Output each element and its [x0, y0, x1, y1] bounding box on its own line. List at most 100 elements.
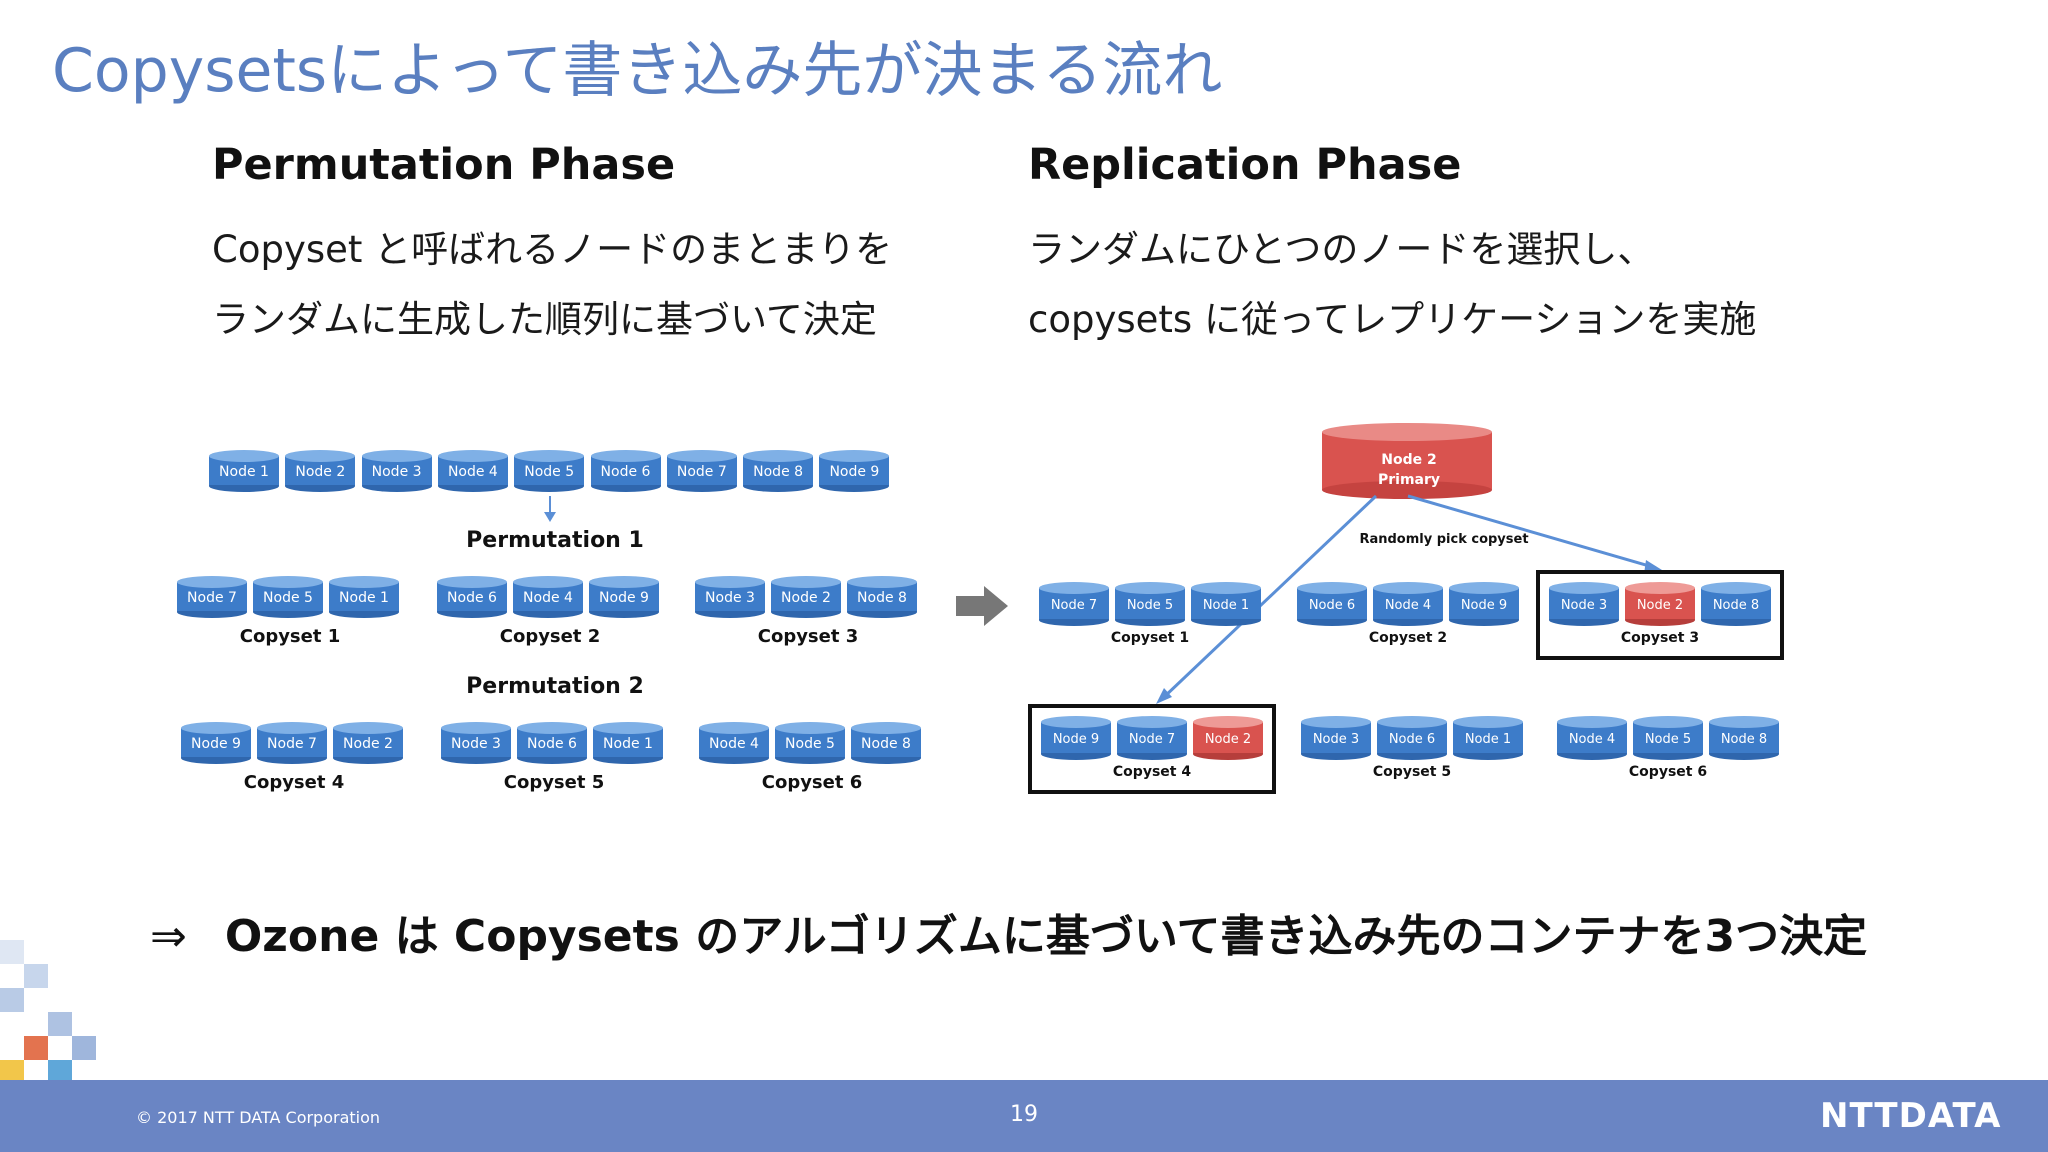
- node-cylinder: Node 7: [1116, 716, 1188, 760]
- node-cylinder: Node 3: [1300, 716, 1372, 760]
- node-label: Node 8: [861, 736, 911, 752]
- primary-node-sublabel: Primary: [1377, 472, 1441, 488]
- node-label: Node 2: [1636, 597, 1684, 613]
- down-arrow-icon: [544, 496, 556, 522]
- node-cylinder: Node 5: [774, 722, 846, 764]
- replication-desc-2: copysets に従ってレプリケーションを実施: [1028, 298, 1757, 341]
- node-cylinder: Node 9: [1448, 582, 1520, 626]
- node-label: Node 5: [524, 464, 575, 480]
- node-cylinder: Node 4: [698, 722, 770, 764]
- node-cylinder: Node 6: [590, 450, 662, 492]
- node-label: Node 4: [709, 736, 759, 752]
- node-label: Node 7: [1050, 597, 1098, 613]
- node-cylinder: Node 7: [176, 576, 248, 618]
- node-label: Node 1: [219, 464, 269, 480]
- copyset-label: Copyset 5: [503, 772, 605, 793]
- node-label: Node 1: [603, 736, 653, 752]
- node-label: Node 3: [1560, 597, 1608, 613]
- node-cylinder: Node 7: [256, 722, 328, 764]
- node-cylinder: Node 7: [1038, 582, 1110, 626]
- replication-heading: Replication Phase: [1028, 140, 1462, 190]
- node-cylinder: Node 3: [694, 576, 766, 618]
- node-label: Node 3: [1312, 731, 1360, 747]
- permutation-desc-2: ランダムに生成した順列に基づいて決定: [212, 298, 877, 341]
- permutation-desc-1: Copyset と呼ばれるノードのまとまりを: [212, 228, 893, 271]
- node-cylinder: Node 8: [846, 576, 918, 618]
- copyset-label: Copyset 6: [761, 772, 863, 793]
- company-logo: NTTDATA: [1820, 1096, 2002, 1136]
- node-cylinder: Node 6: [516, 722, 588, 764]
- node-label: Node 2: [781, 590, 831, 606]
- node-label: Node 7: [676, 464, 727, 480]
- conclusion: ⇒Ozone は Copysets のアルゴリズムに基づいて書き込み先のコンテナ…: [150, 900, 1867, 964]
- node-label: Node 1: [1202, 597, 1250, 613]
- page-number: 19: [1010, 1102, 1038, 1127]
- node-cylinder: Node 8: [850, 722, 922, 764]
- node-cylinder: Node 8: [742, 450, 814, 492]
- replication-desc-1: ランダムにひとつのノードを選択し、: [1028, 228, 1655, 271]
- conclusion-text: Ozone は Copysets のアルゴリズムに基づいて書き込み先のコンテナを…: [224, 911, 1868, 962]
- node-cylinder: Node 2: [770, 576, 842, 618]
- node-label: Node 7: [267, 736, 317, 752]
- footer-bar: [0, 1080, 2048, 1152]
- node-cylinder: Node 2: [1192, 716, 1264, 760]
- copyset-label: Copyset 4: [1112, 764, 1192, 780]
- node-cylinder: Node 1: [328, 576, 400, 618]
- node-label: Node 6: [600, 464, 651, 480]
- node-label: Node 9: [829, 464, 880, 480]
- node-label: Node 4: [523, 590, 573, 606]
- node-label: Node 6: [527, 736, 577, 752]
- node-label: Node 2: [1204, 731, 1252, 747]
- highlight-box: [1028, 704, 1276, 794]
- right-arrow-icon: [956, 586, 1008, 626]
- node-label: Node 4: [1568, 731, 1616, 747]
- copyset-label: Copyset 2: [1368, 630, 1448, 646]
- permutation-1-label: Permutation 1: [466, 528, 644, 553]
- node-label: Node 2: [343, 736, 393, 752]
- node-cylinder: Node 9: [1040, 716, 1112, 760]
- node-cylinder: Node 9: [180, 722, 252, 764]
- node-cylinder: Node 1: [592, 722, 664, 764]
- node-cylinder: Node 8: [1700, 582, 1772, 626]
- slide-title: Copysetsによって書き込み先が決まる流れ: [52, 36, 1223, 106]
- node-cylinder: Node 9: [818, 450, 890, 492]
- node-label: Node 4: [1384, 597, 1432, 613]
- node-label: Node 7: [187, 590, 237, 606]
- node-cylinder: Node 8: [1708, 716, 1780, 760]
- node-label: Node 5: [263, 590, 313, 606]
- permutation-heading: Permutation Phase: [212, 140, 676, 190]
- node-cylinder: Node 2: [1624, 582, 1696, 626]
- node-label: Node 5: [785, 736, 835, 752]
- node-cylinder: Node 3: [440, 722, 512, 764]
- node-cylinder: Node 6: [1296, 582, 1368, 626]
- node-label: Node 9: [599, 590, 649, 606]
- node-cylinder: Node 7: [666, 450, 738, 492]
- copyset-label: Copyset 3: [757, 626, 859, 647]
- node-label: Node 2: [295, 464, 346, 480]
- node-label: Node 9: [1052, 731, 1100, 747]
- node-cylinder: Node 1: [1190, 582, 1262, 626]
- node-label: Node 3: [371, 464, 422, 480]
- node-cylinder: Node 5: [513, 450, 585, 492]
- node-label: Node 3: [705, 590, 755, 606]
- copyset-label: Copyset 1: [1110, 630, 1190, 646]
- node-cylinder: Node 2: [332, 722, 404, 764]
- copyset-label: Copyset 1: [239, 626, 341, 647]
- node-label: Node 1: [1464, 731, 1512, 747]
- node-label: Node 9: [191, 736, 241, 752]
- node-label: Node 5: [1126, 597, 1174, 613]
- node-label: Node 4: [447, 464, 498, 480]
- node-label: Node 8: [857, 590, 907, 606]
- node-label: Node 1: [339, 590, 389, 606]
- node-label: Node 9: [1460, 597, 1508, 613]
- node-label: Node 6: [1308, 597, 1356, 613]
- node-cylinder: Node 2: [284, 450, 356, 492]
- node-cylinder: Node 4: [1372, 582, 1444, 626]
- copyright: © 2017 NTT DATA Corporation: [136, 1108, 381, 1127]
- primary-node-label: Node 2: [1381, 452, 1437, 468]
- primary-node: [1322, 423, 1492, 499]
- copyset-label: Copyset 3: [1620, 630, 1700, 646]
- copyset-label: Copyset 2: [499, 626, 601, 647]
- node-cylinder: Node 5: [1632, 716, 1704, 760]
- copyset-label: Copyset 5: [1372, 764, 1452, 780]
